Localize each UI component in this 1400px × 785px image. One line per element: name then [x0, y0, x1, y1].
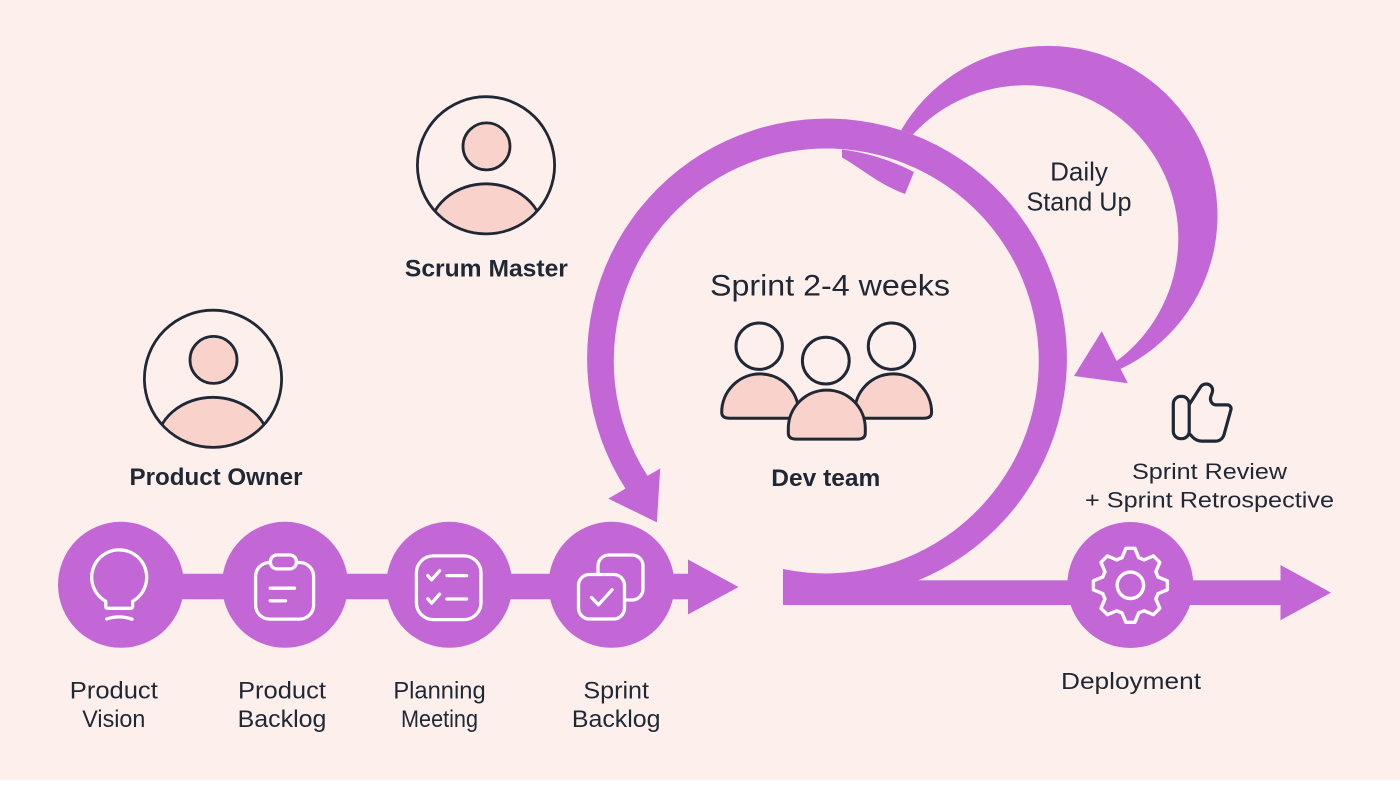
svg-text:Sprint 2-4 weeks: Sprint 2-4 weeks	[710, 270, 950, 303]
svg-text:Deployment: Deployment	[1061, 668, 1202, 694]
svg-text:Backlog: Backlog	[238, 706, 327, 733]
svg-text:Daily: Daily	[1050, 157, 1108, 187]
svg-text:Vision: Vision	[82, 706, 145, 733]
svg-text:Sprint Review: Sprint Review	[1132, 459, 1288, 484]
svg-text:Product: Product	[238, 678, 326, 705]
svg-text:Scrum Master: Scrum Master	[405, 255, 568, 282]
svg-text:Sprint: Sprint	[583, 678, 649, 705]
svg-text:Product Owner: Product Owner	[130, 464, 303, 491]
svg-text:Planning: Planning	[393, 678, 485, 705]
svg-text:Product: Product	[70, 678, 158, 705]
svg-text:Dev team: Dev team	[771, 465, 880, 492]
svg-text:Meeting: Meeting	[401, 706, 478, 733]
svg-text:+ Sprint Retrospective: + Sprint Retrospective	[1085, 488, 1334, 513]
svg-text:Backlog: Backlog	[572, 706, 661, 733]
svg-text:Stand Up: Stand Up	[1027, 187, 1132, 217]
